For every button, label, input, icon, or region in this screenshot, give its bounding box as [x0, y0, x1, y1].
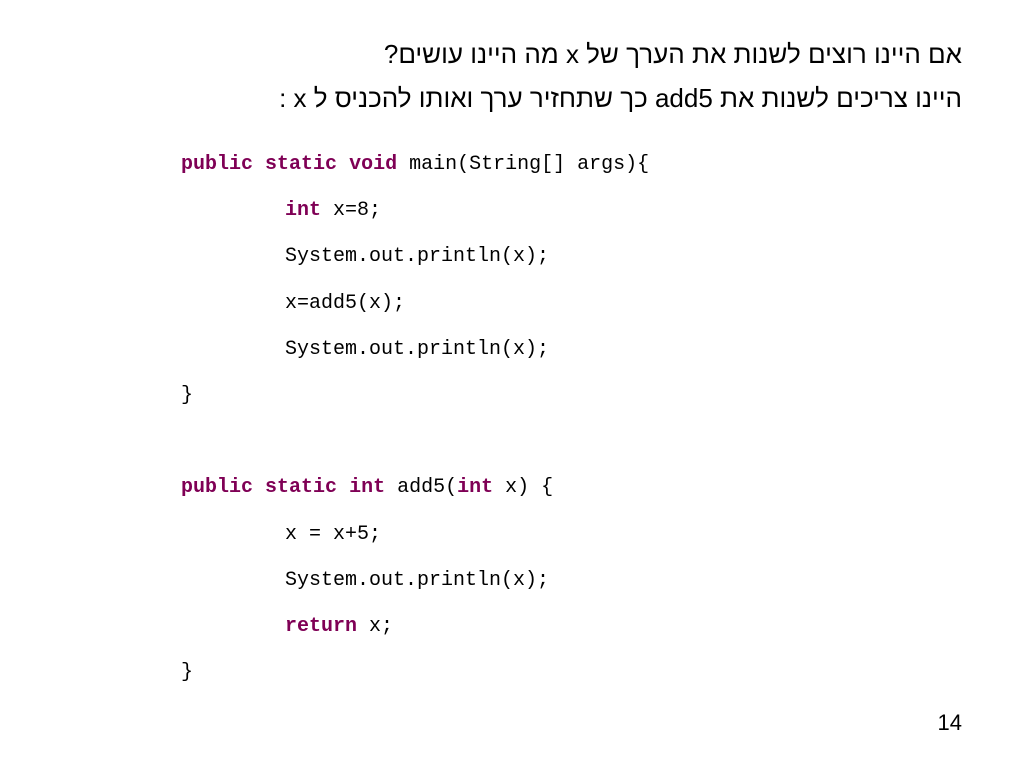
- code-text: x=8;: [321, 199, 382, 223]
- code-line-print-2: System.out.println(x);: [285, 337, 550, 361]
- slide-number: 14: [937, 710, 962, 735]
- keyword: static: [265, 153, 338, 176]
- code-line-print-1: System.out.println(x);: [285, 245, 550, 269]
- heading-line-1: אם היינו רוצים לשנות את הערך של x מה היי…: [383, 39, 962, 69]
- keyword: static: [265, 476, 338, 500]
- code-text: add5(: [385, 476, 458, 500]
- code-line-print-3: System.out.println(x);: [285, 568, 550, 592]
- code-line-return: return x;: [181, 608, 649, 654]
- keyword: void: [349, 153, 398, 176]
- code-text: x) {: [493, 476, 554, 500]
- code-line-close-add5: }: [181, 661, 194, 685]
- code-text: x;: [357, 614, 394, 638]
- code-line-assign: x=add5(x);: [285, 291, 406, 315]
- heading-line-2: היינו צריכים לשנות את add5 כך שתחזיר ערך…: [279, 83, 962, 113]
- code-line-main-signature: public static void main(String[] args){: [181, 146, 649, 192]
- keyword: int: [349, 476, 386, 500]
- code-line-increment: x = x+5;: [285, 522, 382, 546]
- keyword: return: [285, 614, 358, 638]
- keyword: int: [285, 199, 322, 223]
- keyword: int: [457, 476, 494, 500]
- code-line-declaration: int x=8;: [181, 192, 649, 238]
- keyword: public: [181, 153, 254, 176]
- code-line-blank: [181, 423, 649, 469]
- keyword: public: [181, 476, 254, 500]
- code-text: main(String[] args){: [397, 153, 650, 176]
- code-line-close-main: }: [181, 383, 194, 407]
- slide-heading: אם היינו רוצים לשנות את הערך של x מה היי…: [62, 32, 962, 120]
- code-block: public static void main(String[] args){ …: [181, 146, 649, 700]
- code-line-add5-signature: public static int add5(int x) {: [181, 469, 649, 515]
